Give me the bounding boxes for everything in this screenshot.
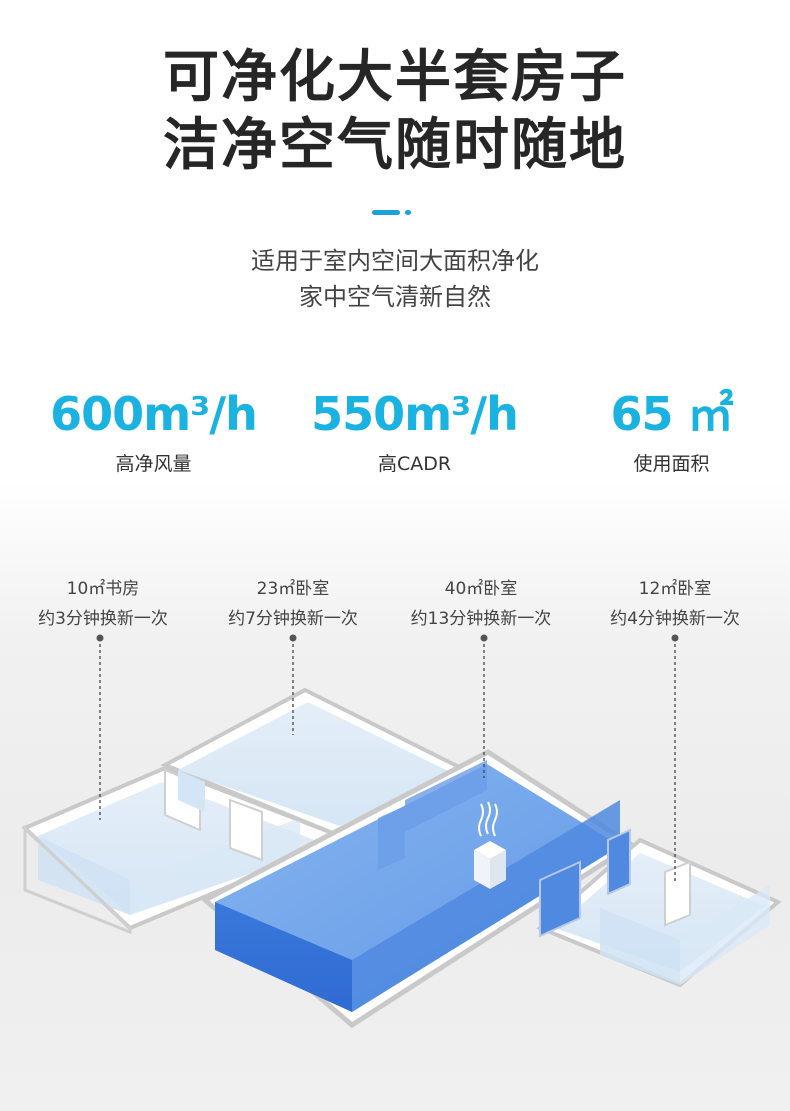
subtitle-line-1: 适用于室内空间大面积净化 [251,247,539,275]
room-label-bedroom-12: 12㎡卧室 约4分钟换新一次 [575,574,775,634]
stat-airflow-label: 高净风量 [115,453,192,475]
air-purifier-icon [474,801,506,889]
stat-area: 65 ㎡ 使用面积 [540,385,790,476]
accent-dot [405,210,411,215]
room-bedroom-12-note: 约4分钟换新一次 [610,609,740,629]
room-bedroom-40-highlight [200,749,637,1029]
subtitle-line-2: 家中空气清新自然 [299,283,491,311]
room-study-area: 10㎡书房 [66,579,140,599]
room-bedroom-12-area: 12㎡卧室 [638,579,712,599]
room-study-note: 约3分钟换新一次 [38,609,168,629]
room-bedroom-23-note: 约7分钟换新一次 [228,609,358,629]
room-label-bedroom-23: 23㎡卧室 约7分钟换新一次 [193,574,393,634]
room-label-study: 10㎡书房 约3分钟换新一次 [3,574,203,634]
headline-line-2: 洁净空气随时随地 [163,113,627,178]
stat-area-label: 使用面积 [633,453,710,475]
room-bedroom-40-area: 40㎡卧室 [444,579,518,599]
stat-cadr: 550m³/h 高CADR [283,385,546,476]
accent-bar [372,210,400,215]
room-label-bedroom-40: 40㎡卧室 约13分钟换新一次 [381,574,581,634]
stat-airflow-value: 600m³/h [50,387,258,441]
stat-cadr-label: 高CADR [377,453,452,475]
stat-cadr-value: 550m³/h [311,387,519,441]
room-bedroom-23-area: 23㎡卧室 [256,579,330,599]
stat-airflow: 600m³/h 高净风量 [22,385,285,476]
room-leader-lines [96,634,679,883]
room-bedroom-12 [536,837,782,988]
headline-line-1: 可净化大半套房子 [163,45,627,110]
room-bedroom-40-note: 约13分钟换新一次 [410,609,552,629]
stat-area-value: 65 ㎡ [610,387,733,441]
